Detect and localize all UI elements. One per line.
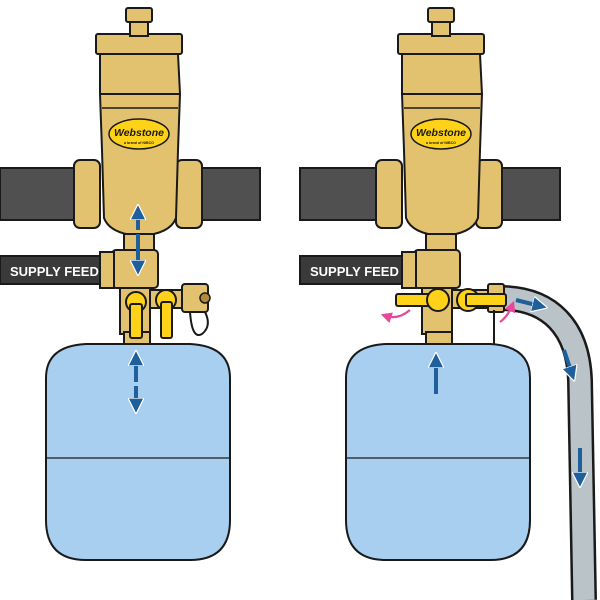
air-vent-top <box>427 7 455 23</box>
panel-right: Webstone a brand of NIBCO SUPPLY FEED <box>299 7 597 600</box>
pipe-left-outlet <box>197 167 261 221</box>
pipe-nut <box>73 159 101 229</box>
valve-knob <box>426 288 450 312</box>
expansion-tank <box>345 343 531 561</box>
air-vent-top <box>125 7 153 23</box>
supply-feed-pipe <box>0 255 113 285</box>
tank-valve-handle[interactable] <box>129 303 143 339</box>
expansion-tank <box>45 343 231 561</box>
tee-fitting <box>413 249 461 289</box>
pipe-right-inlet <box>299 167 383 221</box>
drain-valve-handle[interactable] <box>160 301 173 339</box>
drain-valve-handle[interactable] <box>465 293 507 307</box>
air-vent <box>431 21 451 37</box>
drain-flow-arrow <box>515 300 540 306</box>
supply-feed-nut <box>401 251 417 289</box>
rotate-arrow-left <box>380 309 411 323</box>
panel-left: Webstone a brand of NIBCO SUPPLY FEED <box>0 7 261 561</box>
rotate-arrow-right <box>499 300 516 323</box>
brand-subtitle: a brand of NIBCO <box>426 141 456 145</box>
webstone-logo <box>410 118 472 150</box>
hose-cap-knob <box>199 292 211 304</box>
pipe-nut <box>175 159 203 229</box>
pipe-right-outlet <box>497 167 561 221</box>
pipe-nut <box>375 159 403 229</box>
supply-feed-pipe <box>299 255 415 285</box>
drain-flow-arrow <box>564 349 572 374</box>
cap-tether <box>189 311 209 336</box>
air-vent <box>129 21 149 37</box>
supply-feed-label: SUPPLY FEED <box>10 264 99 279</box>
supply-feed-nut <box>99 251 115 289</box>
supply-feed-label: SUPPLY FEED <box>310 264 399 279</box>
pipe-left-inlet <box>0 167 81 221</box>
brand-name: Webstone <box>114 127 164 139</box>
webstone-logo <box>108 118 170 150</box>
tee-fitting <box>111 249 159 289</box>
brand-name: Webstone <box>416 127 466 139</box>
brand-subtitle: a brand of NIBCO <box>124 141 154 145</box>
